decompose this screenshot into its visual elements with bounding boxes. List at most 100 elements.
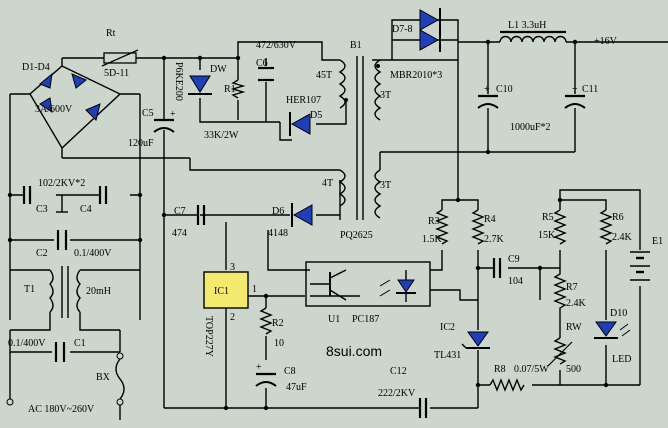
- label-3t-b: 3T: [380, 180, 391, 191]
- resistor-r1: R1 33K/2W: [204, 79, 246, 141]
- label-d5-part: HER107: [286, 95, 321, 106]
- wires: [9, 19, 668, 409]
- label-c5: C5: [142, 108, 154, 119]
- label-ic2: IC2: [440, 322, 455, 333]
- label-r8-val: 0.07/5W: [514, 364, 549, 375]
- label-bx: BX: [96, 372, 111, 383]
- label-c12: C12: [390, 366, 407, 377]
- fuse-bx: BX AC 180V~260V: [6, 352, 125, 420]
- label-e1: E1: [652, 236, 663, 247]
- label-tvs-part: P6KE200: [173, 62, 184, 101]
- label-r4-val: 2.7K: [484, 234, 505, 245]
- label-rt: Rt: [106, 28, 116, 39]
- label-r5: R5: [542, 212, 554, 223]
- label-rw: RW: [566, 322, 582, 333]
- inductor-l1: L1 3.3uH +16V: [499, 20, 618, 47]
- label-r3: R3: [428, 216, 440, 227]
- svg-text:+: +: [572, 84, 578, 95]
- ic1-top227y: IC1 3 1 2 TOP227Y: [203, 262, 257, 357]
- label-r6: R6: [612, 212, 624, 223]
- label-45t: 45T: [316, 70, 332, 81]
- svg-text:+: +: [170, 109, 176, 120]
- label-d78-part: MBR2010*3: [390, 70, 442, 81]
- diode-d6: D6 4148: [268, 203, 313, 239]
- optocoupler-u1: U1 PC187: [305, 261, 431, 325]
- label-r1: R1: [224, 84, 236, 95]
- junction-dots: [7, 39, 609, 411]
- label-dw: DW: [210, 64, 227, 75]
- label-r2-val: 10: [274, 338, 284, 349]
- capacitor-c12: C12 222/2KV: [378, 366, 428, 418]
- label-c9: C9: [508, 254, 520, 265]
- label-rw-val: 500: [566, 364, 581, 375]
- diodes-d7-d8: D7-8 MBR2010*3: [390, 8, 442, 81]
- label-c4: C4: [80, 204, 92, 215]
- brand-watermark: 8sui.com: [326, 343, 382, 359]
- label-c2-val: 0.1/400V: [74, 248, 112, 259]
- label-pin2: 2: [230, 312, 235, 323]
- label-d6-part: 4148: [268, 228, 288, 239]
- label-c9-val: 104: [508, 276, 523, 287]
- capacitors-c3-c4: 102/2KV*2 C3 C4: [22, 178, 108, 215]
- label-c8-val: 47uF: [286, 382, 307, 393]
- potentiometer-rw: RW 500: [547, 322, 582, 375]
- label-t1-val: 20mH: [86, 286, 111, 297]
- zener-dw: DW: [188, 64, 227, 95]
- capacitor-c10: + C10: [477, 84, 513, 109]
- label-bridge-rating: 3A/600V: [35, 104, 73, 115]
- resistor-r7: R7 2.4K: [553, 268, 587, 318]
- label-c11: C11: [582, 84, 598, 95]
- led-d10: D10 LED: [594, 308, 631, 365]
- label-r7: R7: [566, 282, 578, 293]
- capacitor-c11: + C11: [564, 84, 598, 109]
- label-d10: D10: [610, 308, 627, 319]
- label-ic1: IC1: [214, 286, 229, 297]
- capacitor-c6: C6 472/630V: [256, 40, 297, 82]
- label-c8: C8: [284, 366, 296, 377]
- resistor-r5: R5 15K: [538, 209, 567, 245]
- label-c5-val: 120uF: [128, 138, 154, 149]
- label-c3: C3: [36, 204, 48, 215]
- label-r7-val: 2.4K: [566, 298, 587, 309]
- label-t1: T1: [24, 284, 35, 295]
- bridge-rectifier: D1-D4 3A/600V: [22, 62, 122, 150]
- transformer-b1: B1 45T 3T 4T 3T PQ2625: [316, 40, 391, 241]
- resistor-r3: R3 1.5K: [422, 209, 449, 245]
- label-r5-val: 15K: [538, 230, 556, 241]
- capacitor-c2: C2 0.1/400V: [36, 230, 112, 259]
- label-rt-part: 5D-11: [104, 68, 129, 79]
- label-led: LED: [612, 354, 631, 365]
- label-r4: R4: [484, 214, 496, 225]
- label-d78: D7-8: [392, 24, 413, 35]
- label-r8: R8: [494, 364, 506, 375]
- capacitor-c7: C7 474: [172, 205, 206, 239]
- label-r6-val: 2.4K: [612, 232, 633, 243]
- label-c7: C7: [174, 206, 186, 217]
- label-u1: U1: [328, 314, 340, 325]
- label-c1-val: 0.1/400V: [8, 338, 46, 349]
- label-c2: C2: [36, 248, 48, 259]
- label-pin3: 3: [230, 262, 235, 273]
- capacitor-c9: C9 104: [492, 254, 523, 287]
- label-ic1-part: TOP227Y: [203, 316, 214, 357]
- resistor-r4: R4 2.7K: [471, 209, 505, 245]
- battery-e1: E1: [630, 236, 663, 281]
- label-3t-a: 3T: [380, 90, 391, 101]
- label-vout: +16V: [594, 36, 618, 47]
- svg-text:+: +: [484, 84, 490, 95]
- resistor-r2: R2 10: [259, 307, 284, 349]
- label-ic2-part: TL431: [434, 350, 461, 361]
- label-trans-core: PQ2625: [340, 230, 373, 241]
- choke-t1: T1 20mH: [10, 266, 120, 331]
- label-c12-val: 222/2KV: [378, 388, 416, 399]
- label-c10: C10: [496, 84, 513, 95]
- label-d5: D5: [310, 110, 322, 121]
- label-r3-val: 1.5K: [422, 234, 443, 245]
- label-r2: R2: [272, 318, 284, 329]
- svg-text:+: +: [256, 362, 262, 373]
- ic2-tl431: IC2 TL431: [434, 322, 490, 361]
- capacitor-c8: + C8 47uF: [255, 362, 307, 393]
- label-pin1: 1: [252, 284, 257, 295]
- label-b1: B1: [350, 40, 362, 51]
